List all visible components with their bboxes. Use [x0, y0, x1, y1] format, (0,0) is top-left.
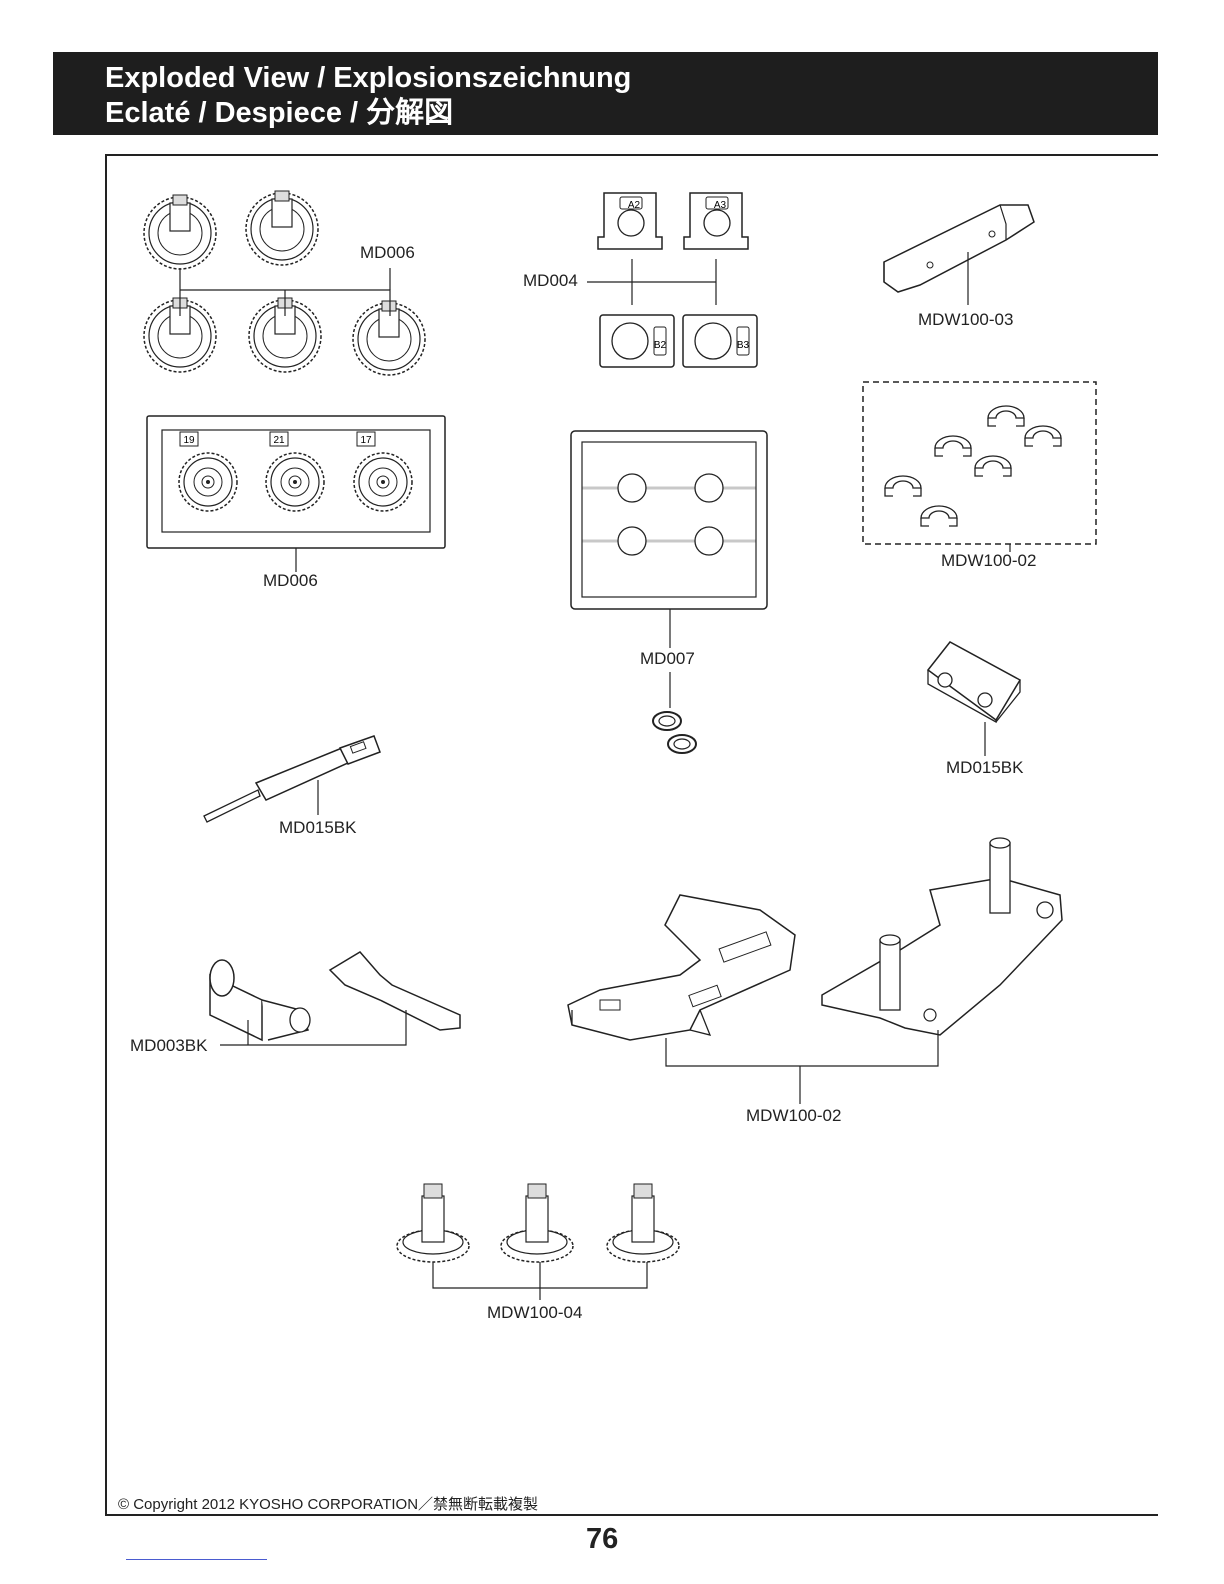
mdw100-03-arm: [884, 205, 1034, 305]
label-md006-sprue: MD006: [263, 571, 318, 591]
plate-mark-b3: B3: [737, 340, 750, 351]
mdw100-04-pinions: [397, 1184, 679, 1300]
mdw100-02-chassis: [568, 838, 1062, 1104]
plate-mark-b2: B2: [654, 340, 667, 351]
label-md003bk: MD003BK: [130, 1036, 207, 1056]
sprue-number-17: 17: [360, 435, 372, 446]
label-mdw100-03: MDW100-03: [918, 310, 1013, 330]
md006-sprue: 19 21 17: [147, 416, 445, 572]
label-md004: MD004: [523, 271, 578, 291]
plate-mark-a3: A3: [714, 200, 727, 211]
plate-mark-a2: A2: [628, 200, 641, 211]
label-md015bk-bracket: MD015BK: [946, 758, 1023, 778]
md006-gears-group: [144, 191, 425, 375]
md007-sprue: [571, 431, 767, 753]
label-md015bk-tool: MD015BK: [279, 818, 356, 838]
copyright-notice: © Copyright 2012 KYOSHO CORPORATION／禁無断転…: [118, 1493, 538, 1514]
mdw100-02-clips: [863, 382, 1096, 552]
label-md007: MD007: [640, 649, 695, 669]
md004-plates-group: A2 A3 B2 B3: [587, 193, 757, 367]
page-number: 76: [586, 1523, 618, 1556]
md003bk-wrench-set: [210, 952, 460, 1045]
sprue-number-19: 19: [183, 435, 195, 446]
label-mdw100-04: MDW100-04: [487, 1303, 582, 1323]
label-md006-gears: MD006: [360, 243, 415, 263]
label-mdw100-02-clips: MDW100-02: [941, 551, 1036, 571]
footer-link-underline: [126, 1559, 267, 1560]
sprue-number-21: 21: [273, 435, 285, 446]
label-mdw100-02-chassis: MDW100-02: [746, 1106, 841, 1126]
md015bk-bracket: [928, 642, 1020, 756]
md015bk-tool: [204, 736, 380, 822]
